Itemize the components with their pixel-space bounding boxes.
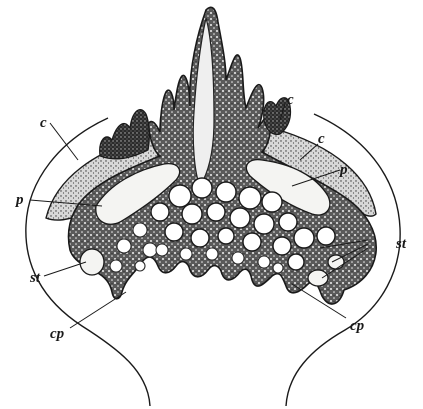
label-p-left: p — [14, 192, 24, 208]
label-c-left: c — [40, 115, 47, 131]
label-cp-left: cp — [50, 326, 65, 342]
stamen-chamber-right-1 — [308, 270, 328, 286]
label-st-left: st — [29, 270, 41, 286]
label-p-right: p — [338, 162, 348, 178]
label-st-right: st — [395, 236, 407, 252]
left-lobes — [100, 110, 150, 159]
label-c-top: c — [287, 92, 294, 108]
stamen-chamber-left — [80, 249, 104, 275]
label-c-right: c — [318, 131, 325, 147]
label-cp-right: cp — [350, 318, 365, 334]
